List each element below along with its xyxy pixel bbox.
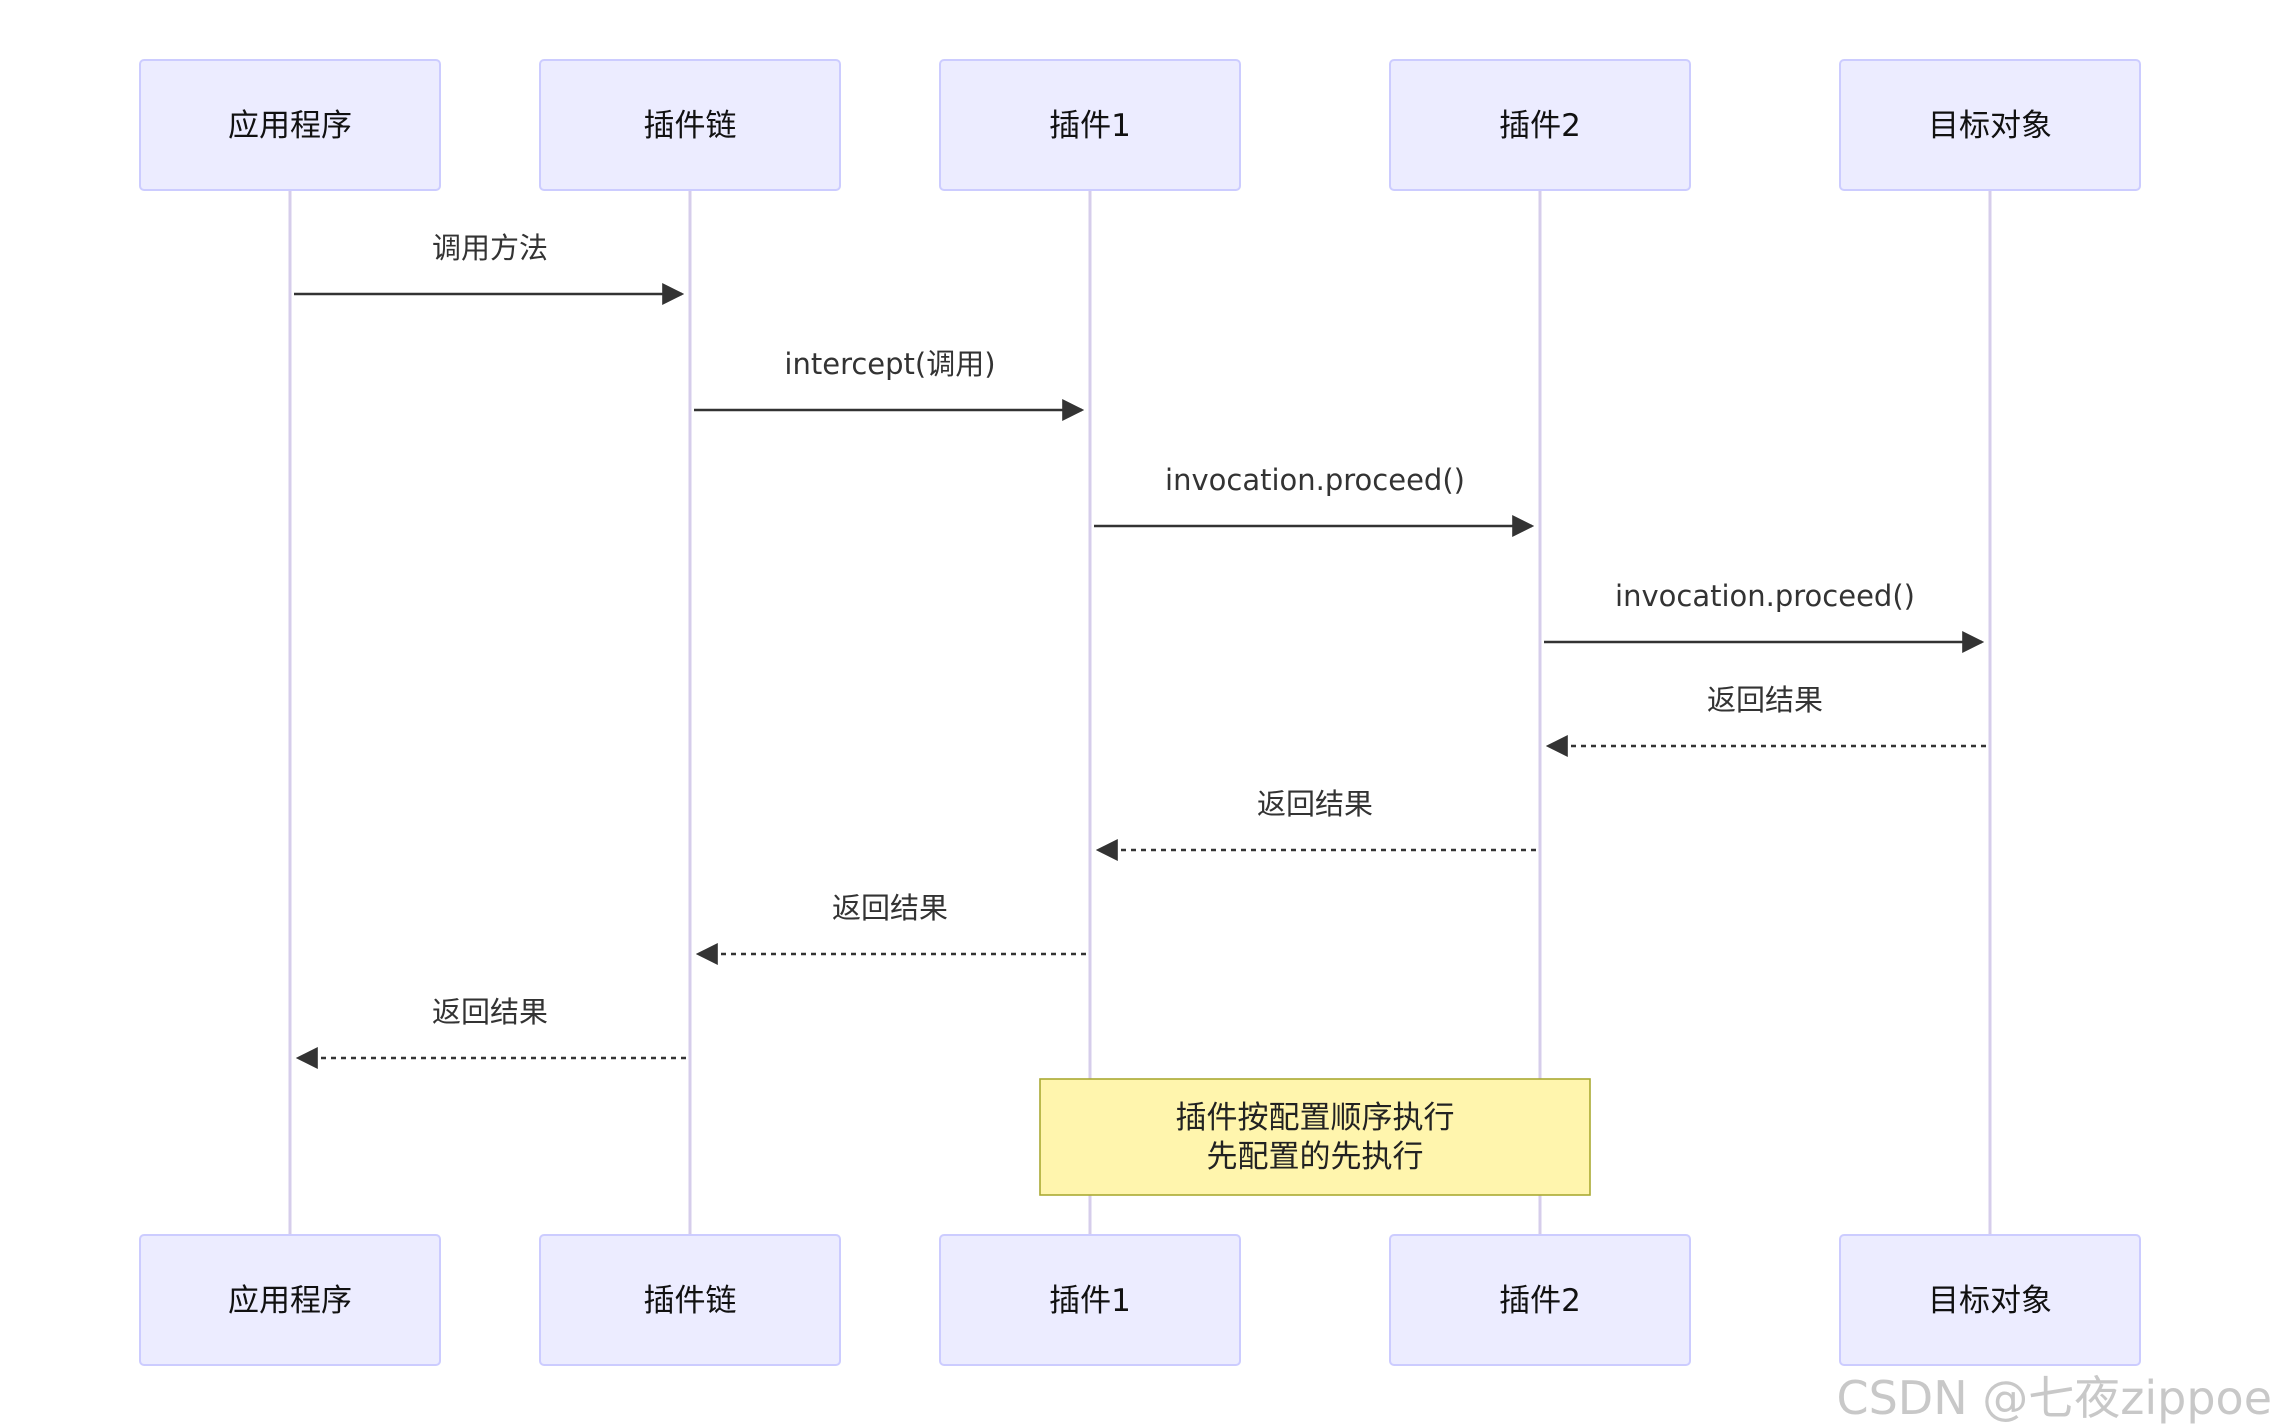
note: 插件按配置顺序执行 先配置的先执行 (1039, 1078, 1591, 1196)
actor-box-bottom-p2 (1389, 1234, 1691, 1366)
actor-box-bottom-chain (539, 1234, 841, 1366)
message-label-4: invocation.proceed() (1615, 579, 1915, 613)
actor-label-bottom-p2: 插件2 (1499, 1283, 1581, 1319)
messages: 调用方法 intercept(调用) invocation.proceed() inv… (294, 231, 1986, 1069)
actor-label-bottom-p1: 插件1 (1049, 1283, 1131, 1319)
actor-label-top-p2: 插件2 (1499, 108, 1581, 144)
actor-box-top-chain (539, 59, 841, 191)
actor-label-top-p1: 插件1 (1049, 108, 1131, 144)
lifelines (288, 190, 1992, 1235)
message-label-3: invocation.proceed() (1165, 463, 1465, 497)
actor-label-bottom-target: 目标对象 (1928, 1283, 2052, 1319)
actor-box-bottom-p1 (939, 1234, 1241, 1366)
actors-top: 应用程序 插件链 插件1 插件2 目标对象 (139, 59, 2141, 191)
actor-label-top-app: 应用程序 (228, 108, 352, 144)
actor-label-top-chain: 插件链 (644, 108, 737, 144)
message-label-8: 返回结果 (432, 995, 548, 1029)
actor-box-top-app (139, 59, 441, 191)
actor-label-bottom-app: 应用程序 (228, 1283, 352, 1319)
note-line-2: 先配置的先执行 (1207, 1139, 1424, 1175)
message-label-6: 返回结果 (1257, 787, 1373, 821)
message-label-7: 返回结果 (832, 891, 948, 925)
message-label-2: intercept(调用) (784, 347, 995, 381)
note-box (1039, 1078, 1591, 1196)
note-line-1: 插件按配置顺序执行 (1176, 1100, 1455, 1136)
watermark: CSDN @七夜zippoe (1836, 1371, 2272, 1425)
actor-box-top-target (1839, 59, 2141, 191)
actor-box-bottom-app (139, 1234, 441, 1366)
message-label-5: 返回结果 (1707, 683, 1823, 717)
message-label-1: 调用方法 (432, 231, 548, 265)
actor-box-bottom-target (1839, 1234, 2141, 1366)
actor-box-top-p1 (939, 59, 1241, 191)
actor-label-top-target: 目标对象 (1928, 108, 2052, 144)
actor-label-bottom-chain: 插件链 (644, 1283, 737, 1319)
actor-box-top-p2 (1389, 59, 1691, 191)
actors-bottom: 应用程序 插件链 插件1 插件2 目标对象 (139, 1234, 2141, 1366)
